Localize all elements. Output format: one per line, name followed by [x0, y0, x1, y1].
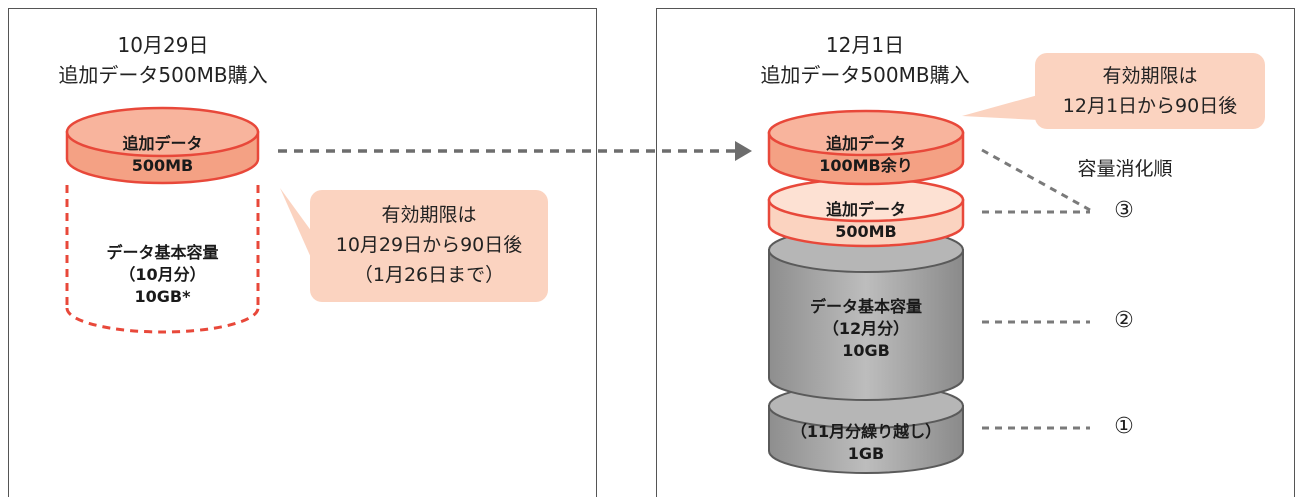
right-callout-text: 有効期限は 12月1日から90日後 [1062, 65, 1238, 117]
right-callout-shape [962, 53, 1265, 129]
order-number-2: ② [1114, 308, 1134, 333]
right-add-cylinder [767, 177, 965, 248]
consumption-order-label: 容量消化順 [1077, 158, 1173, 180]
right-add-label: 追加データ 500MB [825, 200, 906, 241]
left-add-data-label: 追加データ 500MB [122, 134, 203, 175]
left-basic-label: データ基本容量 （10月分） 10GB* [106, 243, 219, 306]
order-connectors [981, 148, 1091, 430]
order-number-1: ① [1114, 414, 1134, 439]
right-remain-label: 追加データ 100MB余り [819, 134, 913, 175]
right-remain-cylinder [767, 109, 965, 186]
right-basic-label: データ基本容量 （12月分） 10GB [809, 297, 922, 360]
right-date-title: 12月1日 追加データ500MB購入 [760, 33, 970, 87]
left-callout-shape [280, 188, 548, 302]
left-add-data-cylinder [65, 106, 260, 185]
order-number-3: ③ [1114, 198, 1134, 223]
left-basic-cylinder-outline [65, 185, 260, 334]
transfer-arrow [278, 141, 752, 161]
left-callout-text: 有効期限は 10月29日から90日後 （1月26日まで） [335, 204, 523, 286]
left-date-title: 10月29日 追加データ500MB購入 [58, 33, 268, 87]
right-carry-label: （11月分繰り越し） 1GB [790, 422, 942, 463]
